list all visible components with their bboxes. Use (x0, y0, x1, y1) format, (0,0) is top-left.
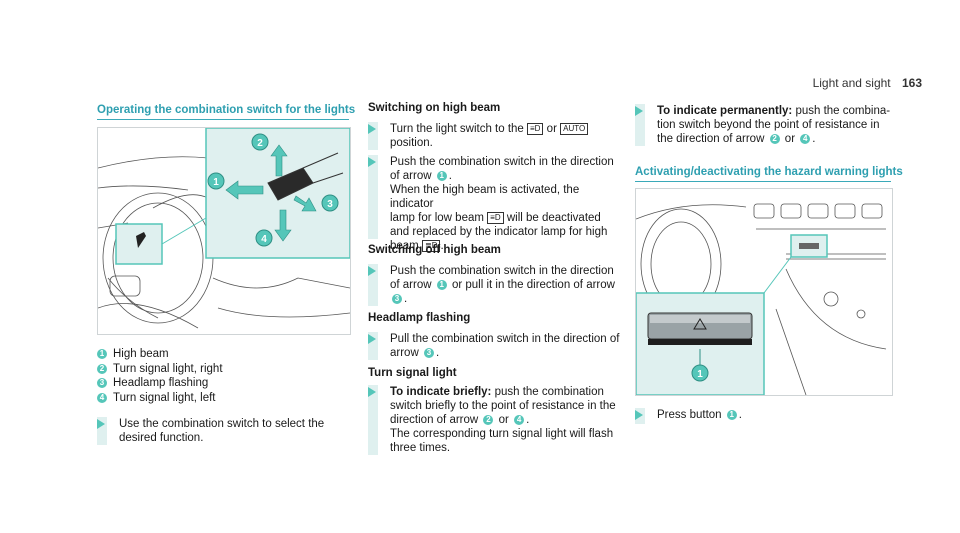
step-text: To indicate permanently: push the combin… (657, 105, 891, 145)
hazard-warning-figure: 1 (635, 188, 893, 396)
arrow-number: 2 (483, 414, 494, 425)
step-text: Push the combination switch in the direc… (390, 265, 615, 305)
instruction-step: To indicate briefly: push the combinatio… (368, 385, 623, 455)
arrow-number: 3 (423, 347, 434, 358)
legend-item: 4 Turn signal light, left (97, 391, 223, 406)
callout-4: 4 (261, 234, 267, 245)
instruction-step: Push the combination switch in the direc… (368, 155, 623, 253)
legend-item: 3 Headlamp flashing (97, 376, 223, 391)
legend-number: 4 (97, 392, 107, 403)
step-text: Pull the combination switch in the direc… (390, 333, 620, 359)
auto-icon: AUTO (560, 122, 589, 135)
step-arrow-icon (635, 410, 643, 420)
section-name: Light and sight (812, 76, 891, 90)
heading-switching-off-high-beam: Switching off high beam (368, 244, 501, 256)
callout-1: 1 (213, 177, 219, 188)
step-bar (368, 385, 378, 455)
legend-item: 1 High beam (97, 347, 223, 362)
combination-switch-figure: 1 2 3 4 (97, 127, 351, 335)
step-arrow-icon (635, 106, 643, 116)
figure-legend: 1 High beam 2 Turn signal light, right 3 He… (97, 347, 223, 405)
arrow-number: 1 (436, 279, 447, 290)
step-arrow-icon (97, 419, 105, 429)
callout-1: 1 (697, 369, 703, 380)
step-text: Turn the light switch to the ≡D or AUTO … (390, 122, 589, 150)
step-bar (635, 408, 645, 424)
legend-text: High beam (113, 348, 169, 360)
callout-3: 3 (327, 199, 333, 210)
step-bar (368, 155, 378, 239)
step-arrow-icon (368, 266, 376, 276)
heading-headlamp-flashing: Headlamp flashing (368, 312, 471, 324)
step-bar (635, 104, 645, 146)
step-bar (97, 417, 107, 445)
heading-turn-signal-light: Turn signal light (368, 367, 457, 379)
heading-switching-on-high-beam: Switching on high beam (368, 102, 501, 114)
arrow-number: 4 (800, 133, 811, 144)
low-beam-icon: ≡D (527, 122, 544, 135)
arrow-number: 1 (436, 170, 447, 181)
right-section-title: Activating/deactivating the hazard warni… (635, 166, 903, 178)
step-arrow-icon (368, 387, 376, 397)
step-text: To indicate briefly: push the combinatio… (390, 386, 616, 454)
arrow-number: 4 (514, 414, 525, 425)
instruction-step: Press button 1. (635, 408, 891, 424)
button-number: 1 (726, 409, 737, 420)
callout-2: 2 (257, 138, 263, 149)
instruction-step: Use the combination switch to select the… (97, 417, 349, 445)
left-section-title: Operating the combination switch for the… (97, 104, 356, 116)
arrow-number: 3 (392, 293, 402, 304)
legend-number: 3 (97, 378, 107, 389)
step-text: Use the combination switch to select the… (119, 418, 325, 444)
step-bar (368, 122, 378, 150)
legend-item: 2 Turn signal light, right (97, 362, 223, 377)
instruction-step: To indicate permanently: push the combin… (635, 104, 895, 146)
page-number: 163 (901, 76, 922, 90)
step-bar (368, 264, 378, 306)
arrow-number: 2 (769, 133, 780, 144)
step-bar (368, 332, 378, 360)
step-text: Press button 1. (657, 409, 742, 421)
legend-text: Turn signal light, left (113, 391, 216, 404)
high-beam-icon: ≣D (421, 239, 441, 252)
instruction-step: Turn the light switch to the ≡D or AUTO … (368, 122, 623, 150)
legend-number: 2 (97, 363, 107, 374)
page-header: Light and sight 163 (813, 76, 922, 90)
instruction-step: Push the combination switch in the direc… (368, 264, 623, 306)
legend-number: 1 (97, 349, 107, 360)
instruction-step: Pull the combination switch in the direc… (368, 332, 623, 360)
step-arrow-icon (368, 124, 376, 134)
left-title-rule (97, 119, 349, 120)
step-arrow-icon (368, 157, 376, 167)
right-title-rule (635, 181, 891, 182)
step-arrow-icon (368, 334, 376, 344)
legend-text: Headlamp flashing (113, 377, 209, 389)
legend-text: Turn signal light, right (113, 362, 223, 375)
low-beam-icon: ≡D (487, 211, 504, 224)
step-text: Push the combination switch in the direc… (390, 156, 614, 252)
